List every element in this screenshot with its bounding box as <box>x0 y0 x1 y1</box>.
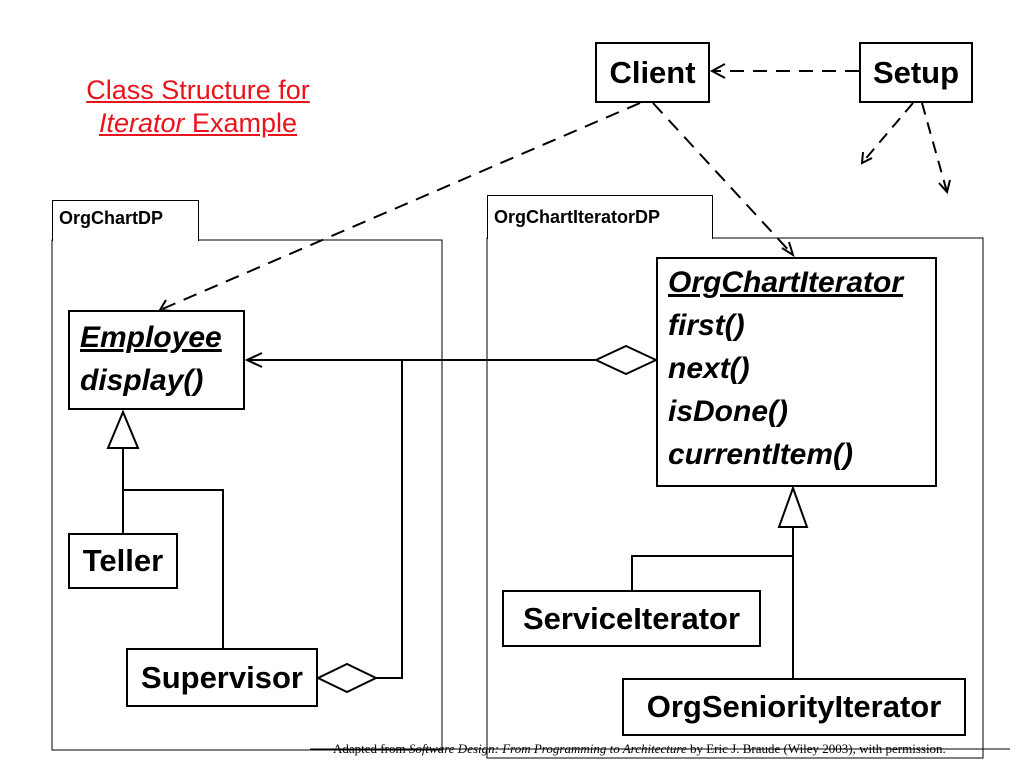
package-frame-orgchartdp <box>51 239 443 751</box>
class-employee-name: Employee <box>80 321 222 354</box>
class-orgchartiterator-name: OrgChartIterator <box>668 266 904 299</box>
credit-suffix: by Eric J. Braude (Wiley 2003), with per… <box>686 741 946 756</box>
operation-display: display() <box>80 364 204 397</box>
class-orgseniorityiterator: OrgSeniorityIterator <box>622 678 966 736</box>
generalization-triangle-iterator <box>777 485 809 528</box>
generalization-branch-service <box>631 555 793 590</box>
class-supervisor: Supervisor <box>126 648 318 707</box>
package-name-orgchartdp: OrgChartDP <box>59 208 164 228</box>
operation-currentitem: currentItem() <box>668 438 854 471</box>
aggregation-diamond-supervisor <box>315 662 379 694</box>
class-teller-label: Teller <box>82 543 164 578</box>
generalization-triangle-employee <box>106 409 140 449</box>
credit-prefix: Adapted from <box>333 741 409 756</box>
operation-next: next() <box>668 352 750 385</box>
arrowhead-setup-left <box>860 151 873 165</box>
class-setup-label: Setup <box>872 54 960 90</box>
class-client: Client <box>595 42 710 103</box>
association-supervisor-employee <box>376 360 403 679</box>
operation-isdone: isDone() <box>668 395 788 428</box>
class-orgchartiterator: OrgChartIterator first() next() isDone()… <box>656 257 937 487</box>
arrowhead-iterator <box>781 241 795 258</box>
package-tab-orgchartdp: OrgChartDP <box>52 200 199 241</box>
arrowhead-setup-right <box>938 179 951 195</box>
credit-line: Adapted from Software Design: From Progr… <box>333 741 946 757</box>
package-name-orgchartiteratordp: OrgChartIteratorDP <box>494 207 661 227</box>
slide-title-example: Example <box>184 108 298 138</box>
operation-first: first() <box>668 309 745 342</box>
slide-title: Class Structure for Iterator Example <box>58 74 338 140</box>
class-serviceiterator: ServiceIterator <box>502 590 761 647</box>
arrowhead-client <box>709 63 726 79</box>
slide-title-line2: Iterator Example <box>58 107 338 140</box>
class-employee: Employee display() <box>68 310 245 410</box>
slide-title-iterator: Iterator <box>98 108 185 138</box>
class-setup: Setup <box>859 42 973 103</box>
dependency-client-iterator <box>652 102 794 256</box>
dependency-client-employee <box>159 102 641 311</box>
credit-book-title: Software Design: From Programming to Arc… <box>408 741 687 756</box>
generalization-branch-supervisor <box>123 489 224 648</box>
class-client-label: Client <box>609 54 696 90</box>
package-frame-orgchartiteratordp <box>486 237 984 759</box>
arrowhead-employee-association <box>244 352 263 368</box>
package-tab-orgchartiteratordp: OrgChartIteratorDP <box>487 195 713 239</box>
dependency-setup-left <box>861 102 914 164</box>
class-supervisor-label: Supervisor <box>141 659 303 695</box>
aggregation-diamond-iterator <box>593 344 659 376</box>
class-teller: Teller <box>68 533 178 589</box>
class-orgseniorityiterator-label: OrgSeniorityIterator <box>646 689 942 724</box>
dependency-setup-right <box>921 102 948 193</box>
slide-title-line1: Class Structure for <box>86 75 310 105</box>
class-serviceiterator-label: ServiceIterator <box>522 600 741 636</box>
